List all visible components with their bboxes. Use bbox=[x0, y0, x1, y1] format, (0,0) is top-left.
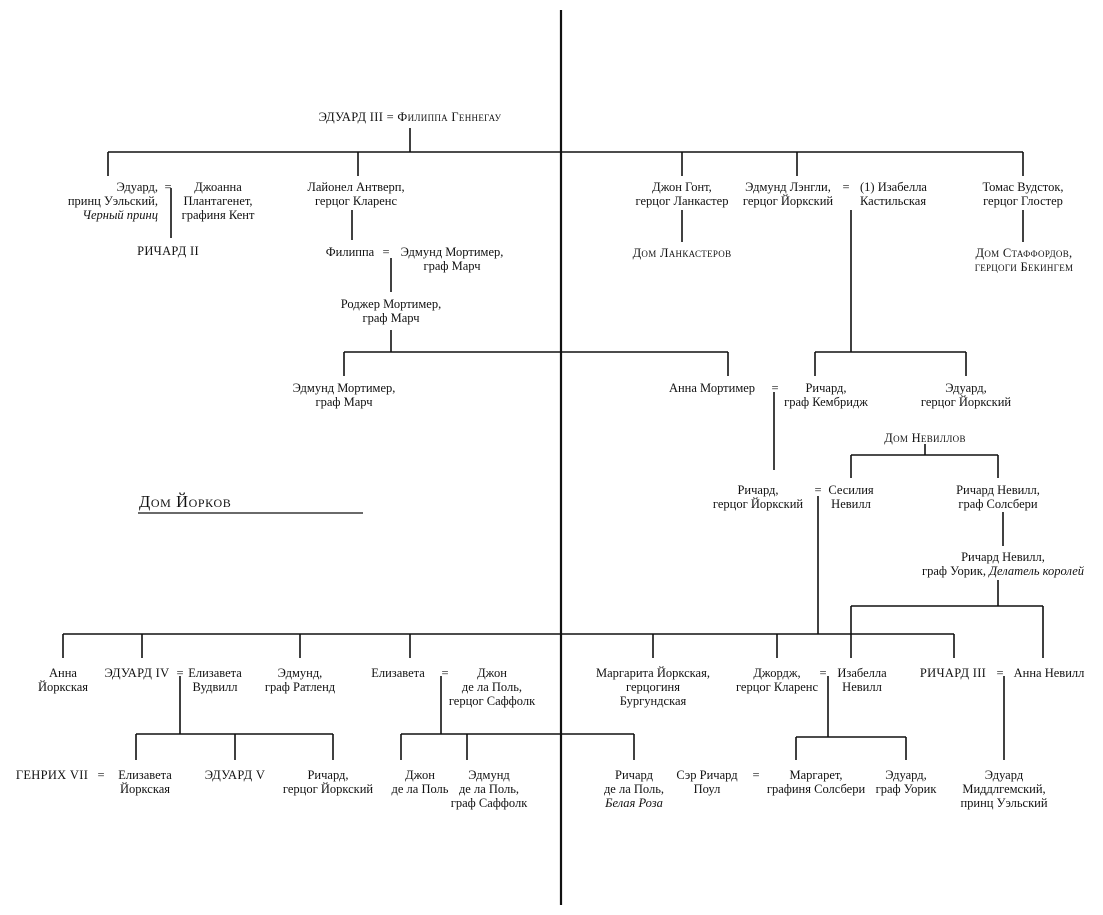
house-of-york-title: Дом Йорков bbox=[139, 492, 232, 511]
node-edmund-de-la-pole: Эдмунд де ла Поль, граф Саффолк bbox=[450, 768, 528, 810]
node-elizabeth-woodville: Елизавета Вудвилл bbox=[188, 666, 242, 694]
node-richard-york: Ричард, герцог Йоркский bbox=[712, 483, 804, 511]
node-richard3: РИЧАРД III bbox=[919, 666, 987, 680]
node-john-de-la-pole-jr: Джон де ла Поль bbox=[391, 768, 449, 796]
node-thomas-woodstock: Томас Вудсток, герцог Глостер bbox=[982, 180, 1064, 208]
node-lionel: Лайонел Антверп, герцог Кларенс bbox=[307, 180, 405, 208]
node-edmund-mortimer-2: Эдмунд Мортимер, граф Марч bbox=[292, 381, 396, 409]
node-margaret-salisbury: Маргарет, графиня Солсбери bbox=[766, 768, 866, 796]
node-richard-shrewsbury: Ричард, герцог Йоркский bbox=[282, 768, 374, 796]
marriage-sign: = bbox=[176, 666, 184, 680]
node-george-clarence: Джордж, герцог Кларенс bbox=[735, 666, 819, 694]
node-cecily-neville: Сесилия Невилл bbox=[828, 483, 874, 511]
node-anne-neville: Анна Невилл bbox=[1013, 666, 1085, 680]
marriage-sign: = bbox=[814, 483, 822, 497]
node-richard2: РИЧАРД II bbox=[137, 244, 199, 258]
node-isabella-castile: (1) Изабелла Кастильская bbox=[860, 180, 927, 208]
node-john-gaunt: Джон Гонт, герцог Ланкастер bbox=[635, 180, 729, 208]
node-edmund-rutland: Эдмунд, граф Ратленд bbox=[264, 666, 336, 694]
node-edward-york: Эдуард, герцог Йоркский bbox=[920, 381, 1012, 409]
marriage-sign: = bbox=[382, 245, 390, 259]
node-richard-de-la-pole: Ричард де ла Поль, Белая Роза bbox=[603, 768, 665, 810]
node-house-lancaster: Дом Ланкастеров bbox=[632, 246, 732, 260]
node-edward-black-prince: Эдуард, принц Уэльский, Черный принц bbox=[67, 180, 158, 222]
node-margaret-burgundy: Маргарита Йоркская, герцогиня Бургундска… bbox=[596, 666, 710, 708]
node-anna-york: Анна Йоркская bbox=[37, 666, 89, 694]
node-isabella-neville: Изабелла Невилл bbox=[837, 666, 887, 694]
node-elizabeth-of-york: Елизавета Йоркская bbox=[118, 768, 172, 796]
marriage-sign: = bbox=[771, 381, 779, 395]
node-elizabeth-york-suffolk: Елизавета bbox=[371, 666, 425, 680]
node-edmund-mortimer-1: Эдмунд Мортимер, граф Марч bbox=[400, 245, 504, 273]
node-edward5: ЭДУАРД V bbox=[204, 768, 266, 782]
node-house-neville: Дом Невиллов bbox=[884, 431, 966, 445]
node-richard-neville-salisbury: Ричард Невилл, граф Солсбери bbox=[956, 483, 1040, 511]
marriage-sign: = bbox=[441, 666, 449, 680]
marriage-sign: = bbox=[752, 768, 760, 782]
node-richard-neville-warwick: Ричард Невилл, граф Уорик, Делатель коро… bbox=[921, 550, 1085, 578]
node-philippa: Филиппа bbox=[325, 245, 375, 259]
node-edward-middleham: Эдуард Миддлгемский, принц Уэльский bbox=[960, 768, 1048, 810]
node-edward4: ЭДУАРД IV bbox=[104, 666, 170, 680]
node-richard-pole: Сэр Ричард Поул bbox=[676, 768, 738, 796]
node-edward3: ЭДУАРД III = Филиппа Геннегау bbox=[318, 110, 502, 124]
node-henry7: ГЕНРИХ VII bbox=[15, 768, 89, 782]
marriage-sign: = bbox=[164, 180, 172, 194]
node-joanna-kent: Джоанна Плантагенет, графиня Кент bbox=[181, 180, 255, 222]
node-anna-mortimer: Анна Мортимер bbox=[668, 381, 756, 395]
marriage-sign: = bbox=[996, 666, 1004, 680]
marriage-sign: = bbox=[842, 180, 850, 194]
node-roger-mortimer: Роджер Мортимер, граф Марч bbox=[340, 297, 442, 325]
node-richard-cambridge: Ричард, граф Кембридж bbox=[784, 381, 868, 409]
node-john-de-la-pole: Джон де ла Поль, герцог Саффолк bbox=[448, 666, 536, 708]
marriage-sign: = bbox=[819, 666, 827, 680]
node-edmund-langley: Эдмунд Лэнгли, герцог Йоркский bbox=[742, 180, 834, 208]
node-house-stafford: Дом Стаффордов, герцоги Бекингем bbox=[974, 246, 1074, 274]
marriage-sign: = bbox=[97, 768, 105, 782]
node-edward-warwick: Эдуард, граф Уорик bbox=[875, 768, 937, 796]
